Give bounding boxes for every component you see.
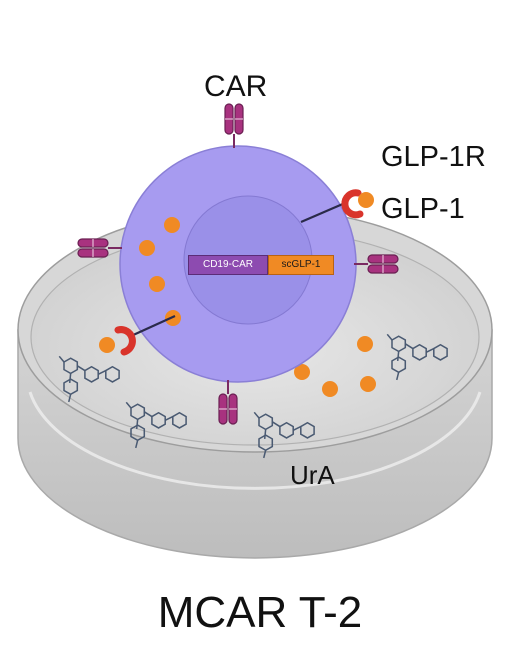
glp1-peptide bbox=[322, 381, 338, 397]
intracellular-glp1 bbox=[139, 240, 155, 256]
car-label: CAR bbox=[204, 70, 268, 103]
glp1r-label: GLP-1R bbox=[381, 141, 486, 173]
gene-segment-scglp1: scGLP-1 bbox=[268, 255, 334, 275]
glp1-label: GLP-1 bbox=[381, 193, 465, 225]
glp1-receptor-upper bbox=[300, 189, 374, 224]
intracellular-glp1 bbox=[149, 276, 165, 292]
glp1-receptor-lower bbox=[99, 314, 176, 356]
ura-label: UrA bbox=[290, 460, 335, 490]
figure-title: MCAR T-2 bbox=[157, 588, 363, 637]
intracellular-glp1 bbox=[164, 217, 180, 233]
gene-segment-cd19-car: CD19-CAR bbox=[188, 255, 268, 275]
glp1-peptide bbox=[360, 376, 376, 392]
glp1-peptide bbox=[294, 364, 310, 380]
car-receptor-top bbox=[224, 103, 244, 149]
bound-glp1 bbox=[358, 192, 374, 208]
glp1-peptide bbox=[357, 336, 373, 352]
bound-glp1 bbox=[99, 337, 115, 353]
